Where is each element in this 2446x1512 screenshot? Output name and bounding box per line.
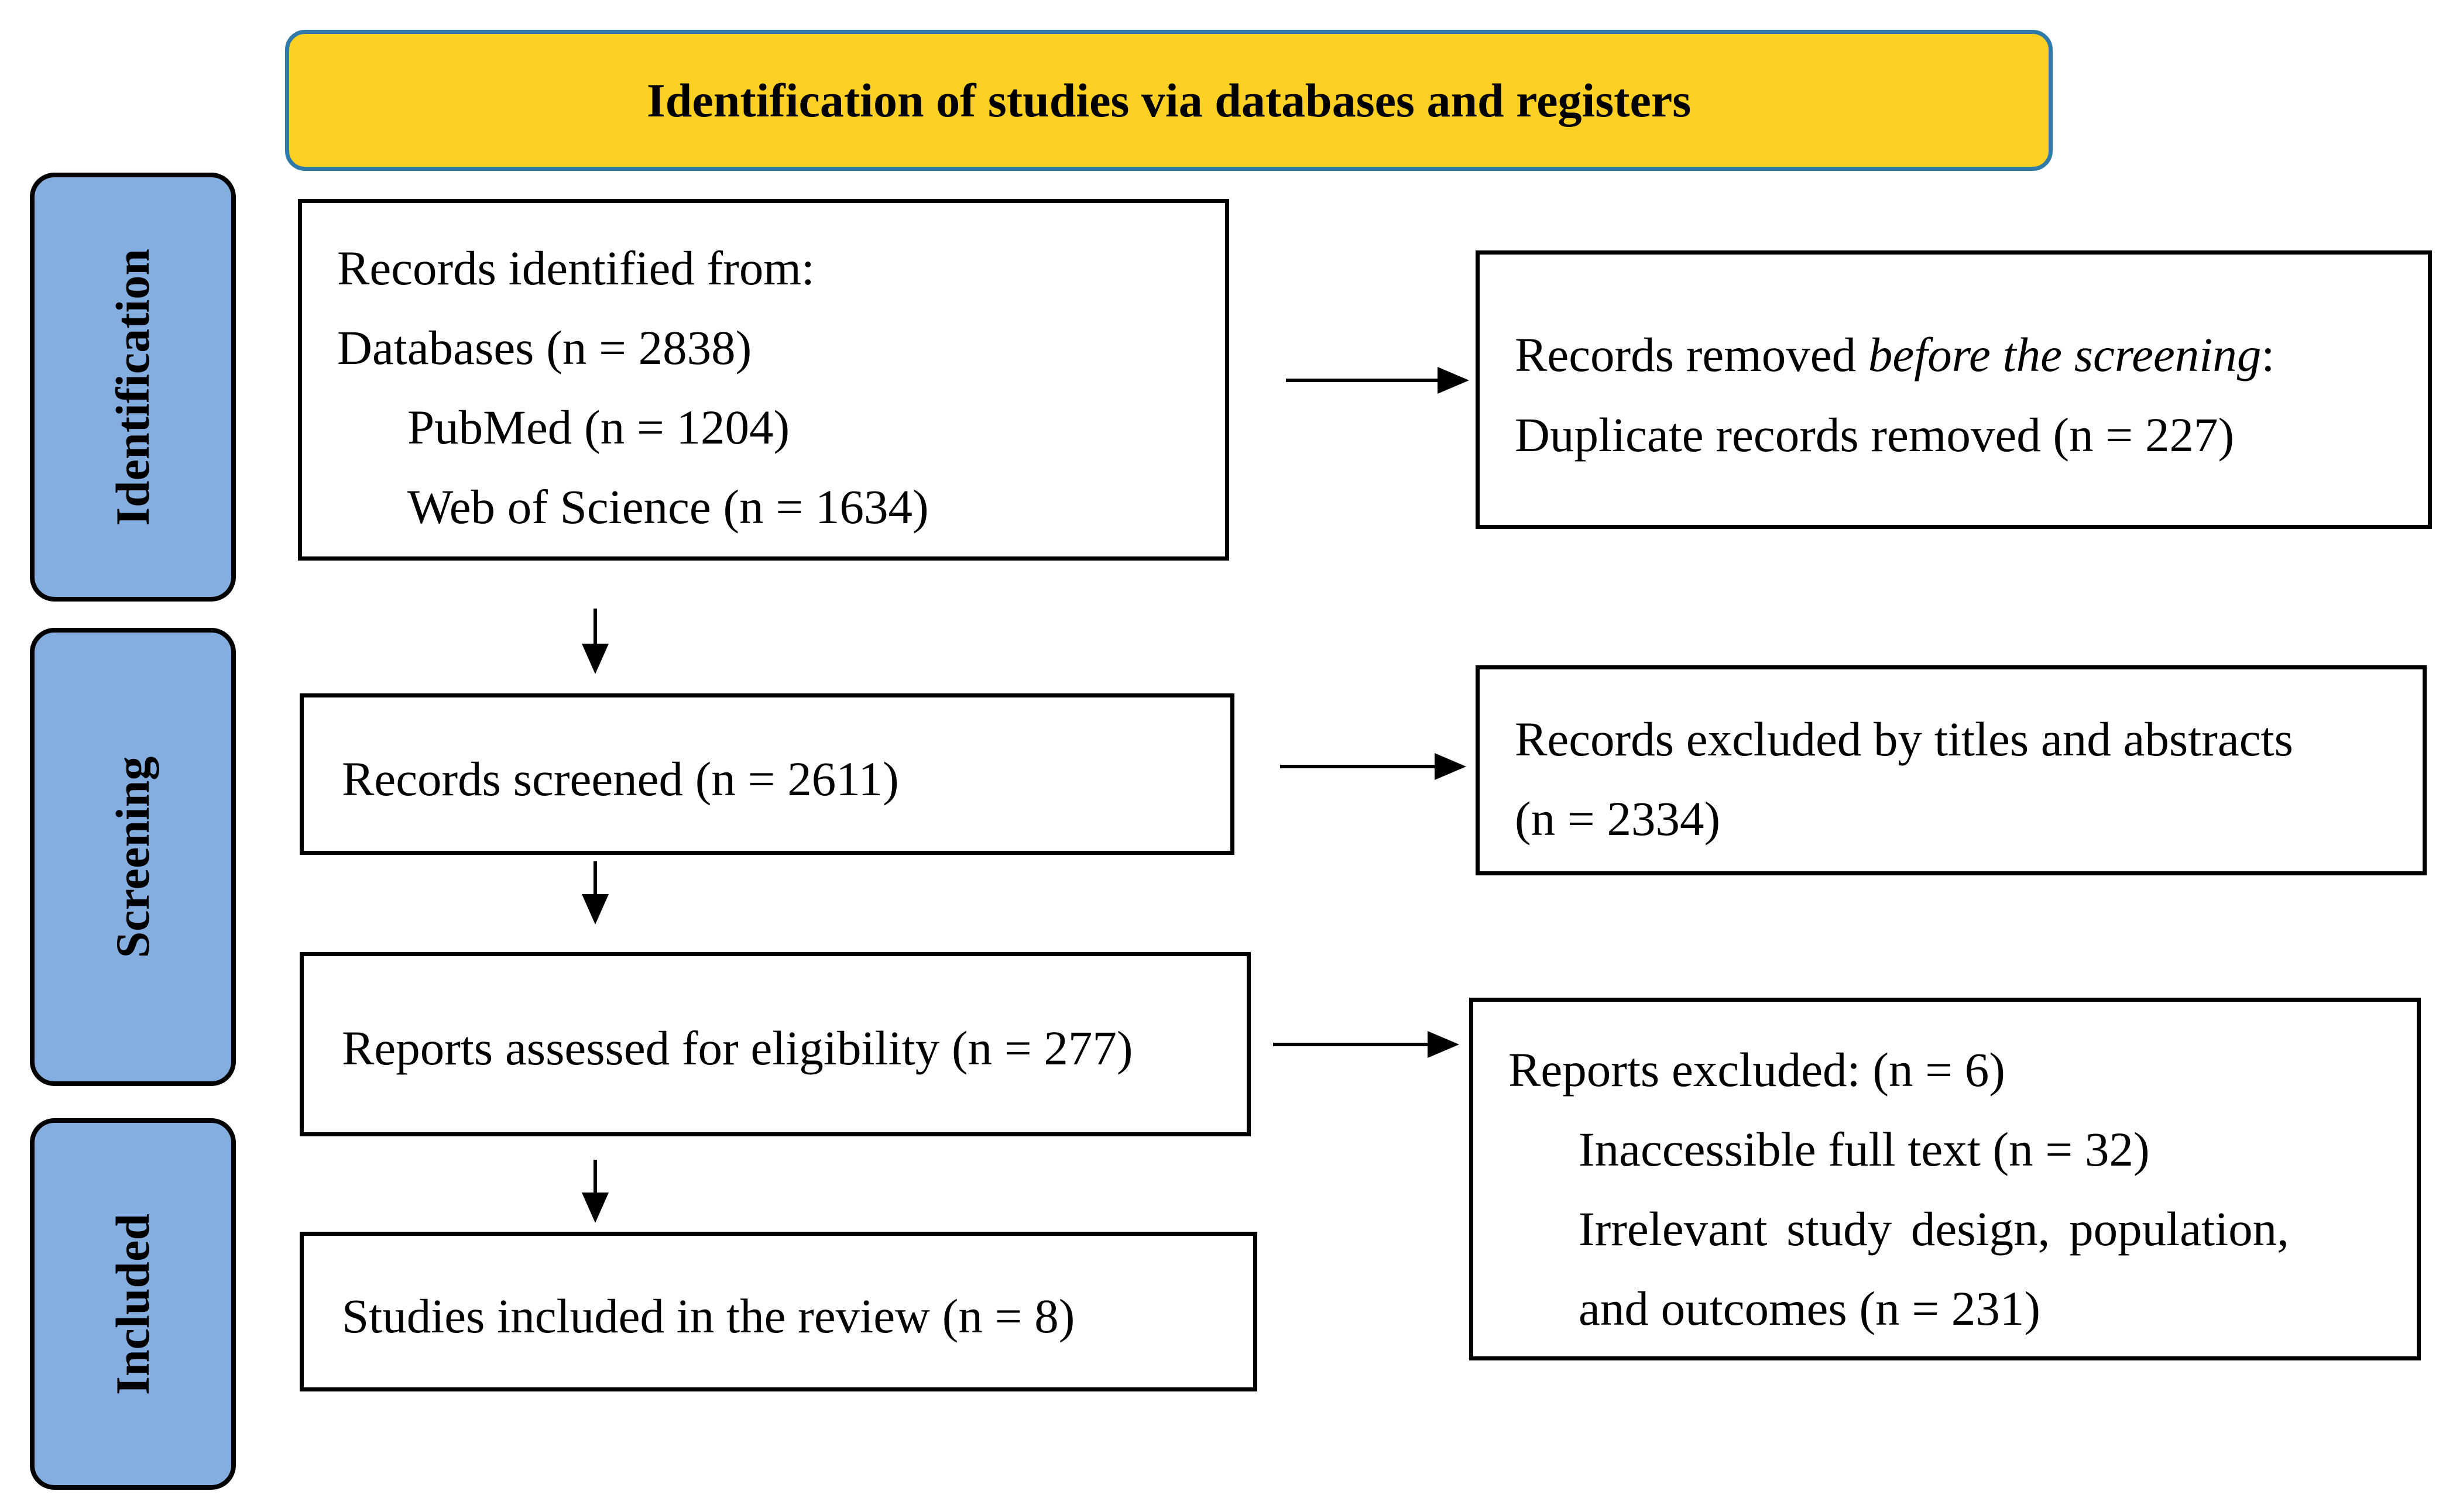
- reports-excluded-line1: Reports excluded: (n = 6): [1508, 1043, 2005, 1097]
- records-removed-prefix: Records removed: [1515, 328, 1868, 382]
- records-screened-box: Records screened (n = 2611): [300, 693, 1234, 855]
- stage-screening: Screening: [30, 628, 236, 1086]
- records-removed-duplicates: Duplicate records removed (n = 227): [1515, 408, 2235, 462]
- arrow-assessed-to-excluded-head: [1428, 1031, 1459, 1058]
- header-banner: Identification of studies via databases …: [285, 30, 2053, 171]
- studies-included-box: Studies included in the review (n = 8): [300, 1232, 1257, 1391]
- records-removed-suffix: :: [2261, 328, 2275, 382]
- stage-included: Included: [30, 1118, 236, 1490]
- reports-assessed-box: Reports assessed for eligibility (n = 27…: [300, 952, 1251, 1136]
- records-identified-line1: Records identified from:: [337, 241, 815, 295]
- records-identified-wos: Web of Science (n = 1634): [407, 480, 929, 534]
- studies-included-line1: Studies included in the review (n = 8): [342, 1289, 1075, 1343]
- records-identified-pubmed: PubMed (n = 1204): [407, 400, 790, 454]
- records-excluded-line1: Records excluded by titles and abstracts: [1515, 712, 2293, 766]
- stage-identification: Identification: [30, 173, 236, 602]
- reports-assessed-line1: Reports assessed for eligibility (n = 27…: [342, 1021, 1133, 1075]
- records-excluded-box: Records excluded by titles and abstracts…: [1476, 665, 2427, 875]
- records-identified-databases: Databases (n = 2838): [337, 321, 752, 374]
- records-identified-box: Records identified from: Databases (n = …: [298, 199, 1229, 561]
- reports-excluded-box: Reports excluded: (n = 6) Inaccessible f…: [1469, 998, 2421, 1360]
- arrow-identified-to-screened-head: [582, 644, 609, 674]
- reports-excluded-outcomes: and outcomes (n = 231): [1579, 1281, 2041, 1335]
- header-title: Identification of studies via databases …: [646, 73, 1692, 127]
- arrow-screened-to-excluded-head: [1435, 753, 1466, 780]
- arrow-screened-to-assessed-head: [582, 894, 609, 925]
- records-removed-italic: before the screening: [1868, 328, 2262, 382]
- records-excluded-line2: (n = 2334): [1515, 792, 1721, 846]
- records-removed-box: Records removed before the screening: Du…: [1476, 250, 2432, 529]
- arrow-assessed-to-included-head: [582, 1193, 609, 1223]
- reports-excluded-inaccessible: Inaccessible full text (n = 32): [1579, 1122, 2150, 1176]
- records-removed-line1: Records removed before the screening:: [1515, 331, 2275, 379]
- arrow-identified-to-removed-head: [1438, 367, 1469, 394]
- reports-excluded-irrelevant: Irrelevant study design, population,: [1579, 1202, 2289, 1256]
- records-screened-line1: Records screened (n = 2611): [342, 752, 899, 806]
